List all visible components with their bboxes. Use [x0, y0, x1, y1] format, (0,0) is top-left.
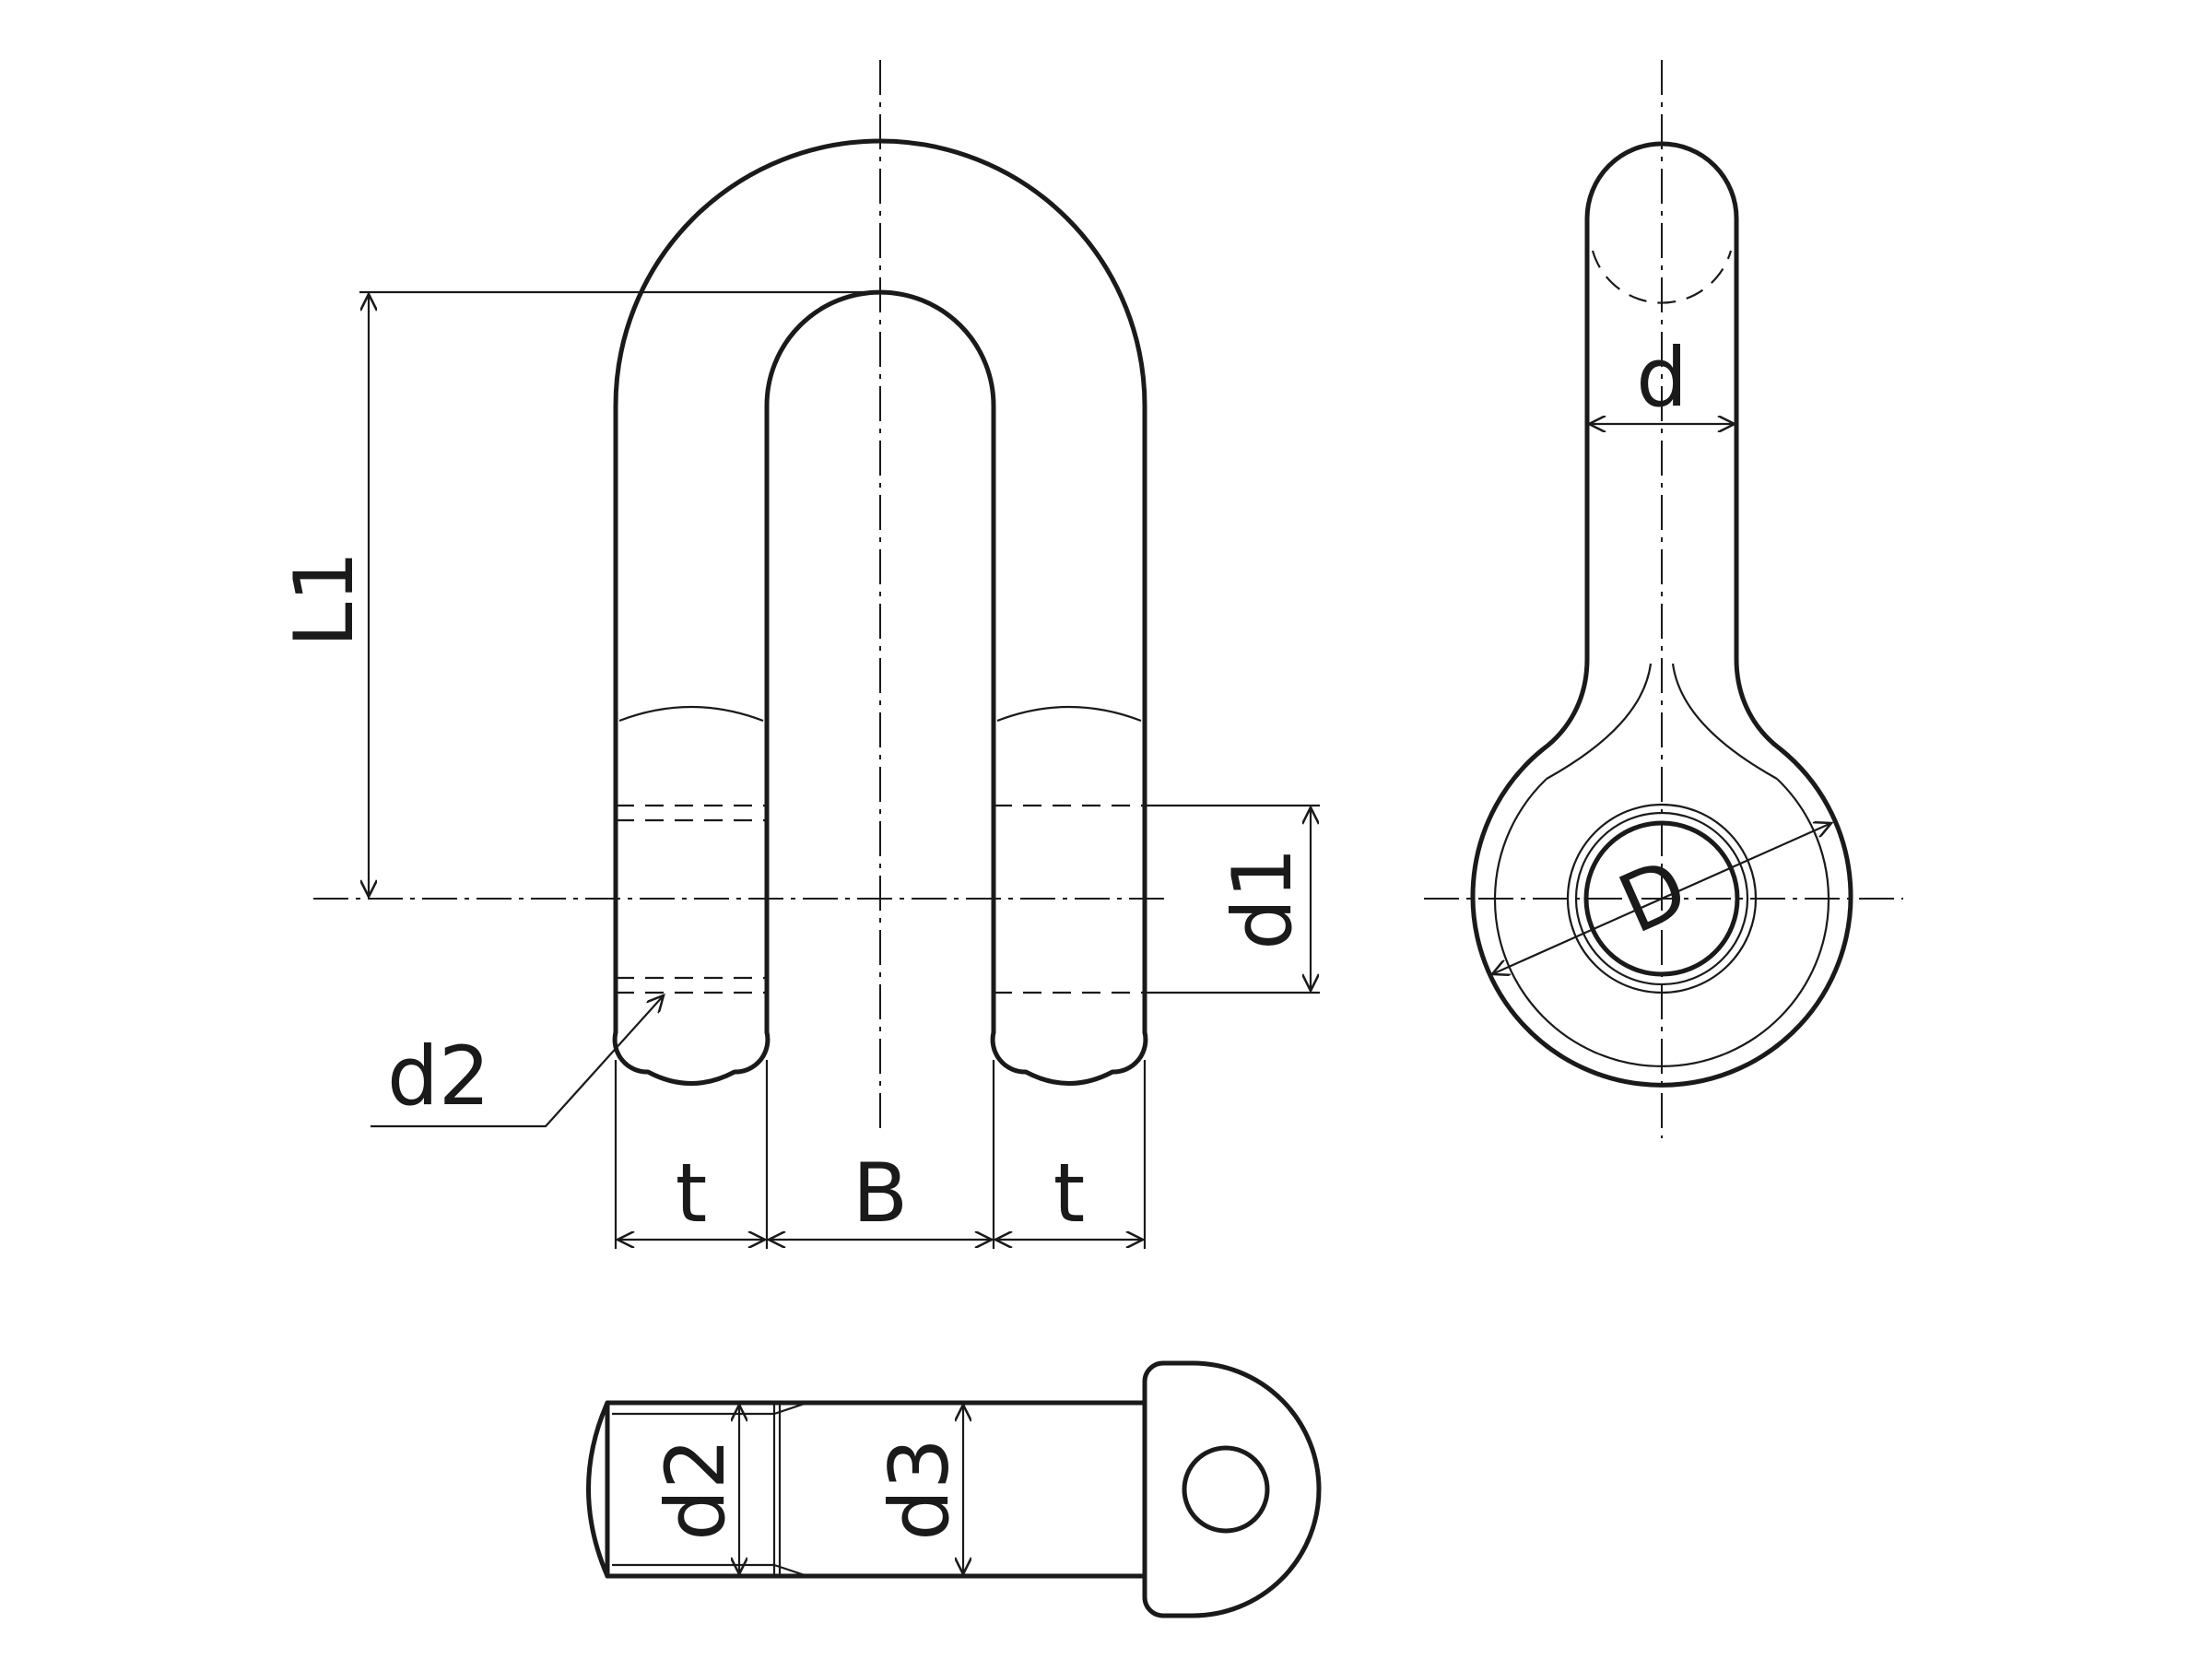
side-view: d D [1424, 60, 1903, 1138]
left-leg-end [612, 1030, 771, 1086]
left-eye-hint-arc [618, 705, 764, 723]
b-label: B [853, 1146, 908, 1241]
d2-pin-label: d2 [648, 1438, 743, 1541]
t-right-label: t [1053, 1146, 1086, 1241]
pin-head-outline [1142, 1360, 1322, 1618]
t-left-label: t [676, 1146, 708, 1241]
side-neck-inner-right [1671, 663, 1778, 780]
l1-label: L1 [276, 550, 371, 647]
pin-head-hole [1182, 1445, 1270, 1534]
d1-label: d1 [1215, 847, 1310, 950]
big-d-label: D [1606, 840, 1701, 952]
d2-leader-line [371, 995, 664, 1128]
d3-label: d3 [872, 1438, 967, 1541]
pin-view: d2 d3 [586, 1360, 1322, 1618]
big-d-dimension-line [1492, 823, 1831, 974]
pin-thread-end-cap [586, 1400, 610, 1579]
side-outer-outline [1470, 141, 1853, 1088]
side-top-hidden-arc [1591, 250, 1733, 304]
side-neck-inner-left [1546, 663, 1653, 780]
d2-front-label: d2 [387, 1029, 490, 1124]
d-label: d [1636, 330, 1688, 425]
shackle-bow-outline [613, 138, 1147, 1035]
right-eye-hint-arc [996, 705, 1142, 723]
front-view: L1 d1 d2 t B t [276, 60, 1320, 1249]
right-leg-end [990, 1030, 1148, 1086]
